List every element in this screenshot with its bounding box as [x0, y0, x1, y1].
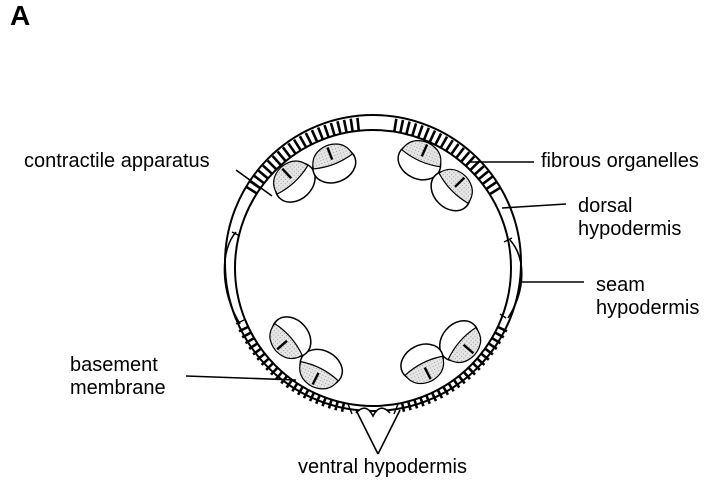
panel-letter: A [10, 0, 31, 31]
label-ventral-hypodermis: ventral hypodermis [298, 456, 467, 478]
label-dorsal-hypodermis-line1: dorsal [578, 195, 633, 217]
fibrous-organelle-tick [262, 164, 274, 176]
label-contractile-apparatus: contractile apparatus [24, 150, 210, 172]
fibrous-organelle-tick [405, 121, 411, 135]
muscle-cell-ventral-left-2 [269, 316, 312, 360]
fibrous-organelle-tick [484, 181, 497, 191]
leader-ventral-left [355, 409, 379, 455]
leader-basement-membrane [185, 375, 297, 381]
seam-hypodermis-left [223, 231, 241, 325]
fibrous-organelle-tick [464, 155, 476, 168]
fibrous-organelle-tick [266, 159, 278, 171]
fibrous-organelle-tick [428, 129, 437, 143]
seam-hypodermis-right [507, 239, 523, 319]
fibrous-organelle-tick [416, 125, 424, 139]
fibrous-organelle-tick [477, 170, 489, 181]
dense-body [454, 176, 466, 188]
fibrous-organelle-tick [329, 122, 336, 136]
fibrous-organelle-tick [253, 174, 266, 185]
fibrous-organelle-tick [488, 186, 501, 196]
leader-lines [185, 161, 584, 455]
fibrous-organelle-tick [336, 120, 342, 135]
inner-body-wall [234, 129, 512, 407]
muscle-cell-dorsal-left-2 [312, 143, 357, 184]
fibrous-organelle-tick [422, 127, 431, 141]
fibrous-organelle-tick [323, 124, 330, 138]
label-seam-hypodermis: seam hypodermis [596, 274, 699, 320]
leader-ventral-right [377, 409, 401, 455]
dense-body [462, 343, 475, 355]
dense-body [276, 339, 288, 351]
fibrous-organelle-tick [392, 118, 398, 132]
fibrous-organelle-tick [434, 132, 443, 146]
label-basement-membrane-line1: basement [70, 354, 158, 376]
fibrous-organelle-tick [304, 132, 313, 146]
muscle-cell-ventral-right-1 [438, 320, 482, 364]
fibrous-organelle-tick [399, 119, 405, 134]
muscle-cell-dorsal-right-2 [430, 168, 473, 212]
fibrous-organelle-tick [349, 118, 354, 132]
fibrous-organelle-tick [468, 160, 481, 172]
ventral-hypodermis-ridge [355, 407, 391, 418]
dense-body [281, 167, 293, 180]
fibrous-organelle-tick [473, 165, 485, 176]
fibrous-organelle-tick [454, 147, 465, 160]
label-seam-hypodermis-line1: seam [596, 274, 645, 296]
label-seam-hypodermis-line2: hypodermis [596, 297, 700, 319]
label-fibrous-organelles: fibrous organelles [541, 150, 699, 172]
dense-body [423, 367, 432, 380]
fibrous-organelle-tick [276, 150, 287, 163]
fibrous-organelle-tick [356, 117, 361, 131]
leader-dorsal-hypodermis [501, 203, 567, 209]
fibrous-organelle-tick [245, 185, 259, 196]
muscle-cell-dorsal-right-1 [397, 140, 442, 181]
hypodermal-cell-boundaries [231, 231, 513, 415]
muscle-cell-ventral-right-2 [400, 343, 445, 385]
fibrous-organelle-tick [342, 119, 348, 133]
fibrous-organelle-tick [481, 175, 494, 186]
label-dorsal-hypodermis-line2: hypodermis [578, 218, 682, 240]
contractile-region [312, 143, 354, 170]
fibrous-organelle-tick [292, 138, 303, 152]
fibrous-organelle-tick [444, 139, 454, 152]
dense-body [311, 372, 320, 386]
fibrous-organelle-tick [459, 151, 471, 163]
contractile-region [401, 140, 442, 168]
fibrous-organelle-tick [310, 129, 319, 143]
fibrous-organelle-tick [287, 142, 297, 155]
contractile-region [299, 360, 339, 390]
contractile-region [404, 355, 445, 385]
dense-body [326, 147, 334, 161]
muscle-cell-ventral-left-1 [299, 348, 344, 390]
fibrous-organelle-tick [271, 155, 283, 167]
leader-contractile-apparatus [235, 169, 273, 197]
label-basement-membrane: basement membrane [70, 354, 166, 400]
muscle-cells [269, 140, 482, 390]
fibrous-organelle-tick [298, 135, 308, 149]
fibrous-organelle-tick [411, 122, 418, 137]
fibrous-organelle-tick [316, 126, 325, 141]
label-dorsal-hypodermis: dorsal hypodermis [578, 195, 681, 241]
fibrous-organelle-tick [281, 146, 292, 159]
fibrous-organelle-tick [449, 143, 460, 156]
fibrous-organelle-tick [257, 169, 270, 180]
label-basement-membrane-line2: membrane [70, 377, 166, 399]
muscle-cell-dorsal-left-1 [273, 160, 316, 203]
fibrous-organelle-tick [439, 136, 449, 149]
dense-body [420, 144, 429, 157]
